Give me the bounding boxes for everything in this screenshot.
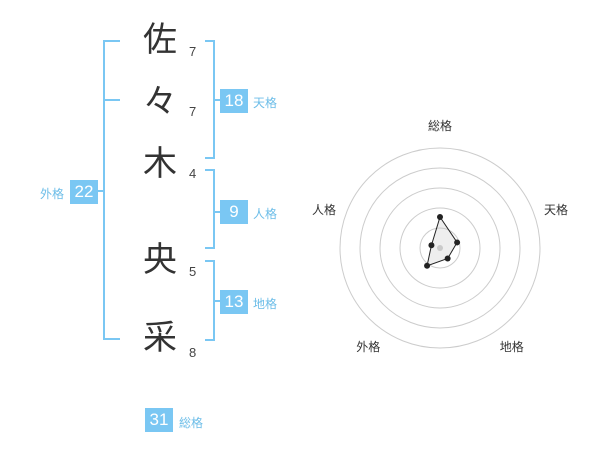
radar-point-3 [424,262,431,269]
stroke-count-2: 7 [189,104,197,119]
radar-axis-label-soukaku: 総格 [428,119,453,133]
name-char-1: 佐 [143,20,177,60]
radar-axis-label-gaikaku: 外格 [356,339,381,354]
name-char-4: 央 [143,240,177,280]
jinkaku-value-badge: 9 [220,200,248,224]
radar-axis-label-chikaku: 地格 [499,339,524,354]
stroke-count-5: 8 [189,345,197,360]
name-char-3: 木 [143,144,177,184]
radar-ring [339,147,541,349]
name-char-2: 々 [143,82,177,122]
jinkaku-label: 人格 [253,207,278,221]
radar-point-2 [444,255,451,262]
radar-series-polygon [426,215,458,267]
jinkaku-bracket [205,169,215,249]
soukaku-value-badge: 31 [145,408,173,432]
radar-point-4 [428,242,435,249]
radar-axis-label-jinkaku: 人格 [311,203,336,218]
gaikaku-value-badge: 22 [70,180,98,204]
stroke-count-1: 7 [189,44,197,59]
soukaku-label: 総格 [179,416,204,430]
radar-point-0 [437,214,443,220]
radar-ring [399,207,481,289]
name-char-5: 采 [143,318,177,358]
chikaku-value-badge: 13 [220,290,248,314]
radar-ring [379,187,501,309]
radar-center [437,245,443,251]
tenkaku-label: 天格 [253,96,278,110]
radar-ring [359,167,521,329]
stroke-count-4: 5 [189,264,197,279]
gaikaku-label: 外格 [40,187,65,201]
radar-ring [419,227,461,269]
tenkaku-value-badge: 18 [220,89,248,113]
stroke-count-3: 4 [189,166,197,181]
chikaku-label: 地格 [253,297,278,311]
radar-axis-label-tenkaku: 天格 [544,203,569,218]
radar-point-1 [454,239,461,246]
